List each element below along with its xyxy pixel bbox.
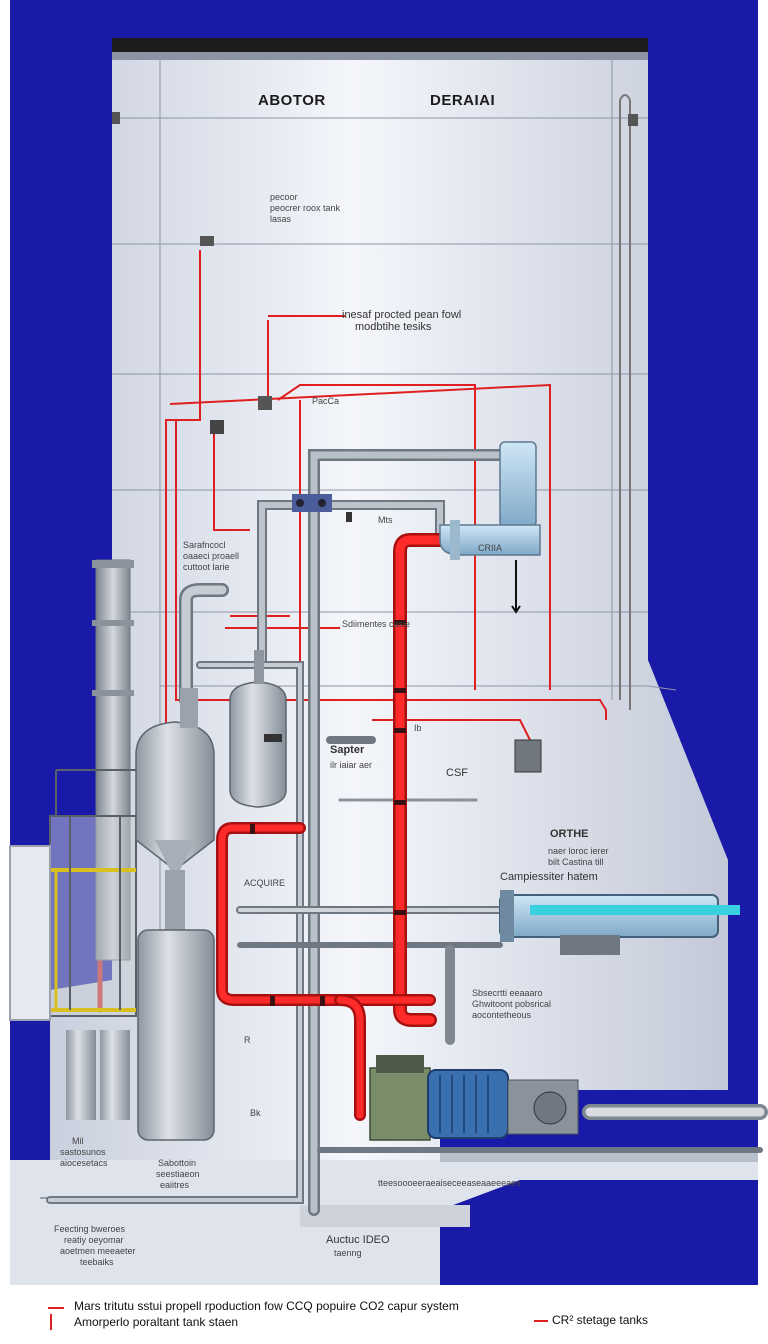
sapter-sub-label: ilr iaiar aer bbox=[330, 760, 373, 770]
compressor-label: Campiessiter hatem bbox=[500, 871, 598, 883]
gray-pipe-network bbox=[46, 449, 768, 1216]
pump-motor-icon bbox=[369, 1055, 579, 1141]
feeding-label-3: aoetmen meeaeter bbox=[60, 1246, 136, 1256]
orthe-sub-1: naer loroc ierer bbox=[548, 846, 609, 856]
selector-label-1: Sabottoin bbox=[158, 1158, 197, 1168]
acquire-label: ACQUIRE bbox=[244, 878, 286, 888]
cria-label: CRIIA bbox=[478, 543, 503, 553]
process-label-1: inesaf procted pean fowl bbox=[342, 309, 462, 321]
left-note-3: aiocesetacs bbox=[60, 1158, 108, 1168]
upper-separator-unit bbox=[439, 441, 541, 614]
orthe-sub-2: bilt Castina till bbox=[548, 857, 604, 867]
tank-label-3: lasas bbox=[270, 214, 292, 224]
sdimentes-label: Sdiimentes casie bbox=[342, 619, 411, 629]
storage-desc-3: aocontetheous bbox=[472, 1010, 532, 1020]
legend-line-1: Mars tritutu sstui propell rpoduction fo… bbox=[74, 1299, 459, 1313]
mts-label: Mts bbox=[378, 515, 393, 525]
legend-marker-3 bbox=[534, 1320, 548, 1322]
pressure-vessel-icon bbox=[66, 688, 215, 1141]
legend-line-3: CR² stetage tanks bbox=[552, 1313, 649, 1327]
saraf-label-3: cuttoot larie bbox=[183, 562, 230, 572]
pacca-label: PacCa bbox=[312, 396, 340, 406]
feeding-label-2: reatiy oeyomar bbox=[64, 1235, 124, 1245]
sapter-label: Sapter bbox=[330, 744, 365, 756]
legend-marker-2 bbox=[50, 1314, 52, 1330]
compressor-icon bbox=[499, 890, 740, 955]
legend-marker-1 bbox=[48, 1307, 64, 1309]
tank-label-2: peocrer roox tank bbox=[270, 203, 341, 213]
pipe-flanges bbox=[250, 620, 406, 1006]
storage-desc-2: Ghwitoont pobsrical bbox=[472, 999, 552, 1009]
pump-label-1: Auctuc IDEO bbox=[326, 1234, 390, 1246]
saraf-label-1: Sarafncocl bbox=[183, 540, 226, 550]
header-right-title: DERAIAI bbox=[430, 92, 496, 109]
selector-label-3: eaiitres bbox=[160, 1180, 190, 1190]
pump-label-2: taenng bbox=[334, 1248, 362, 1258]
header-left-title: ABOTOR bbox=[258, 92, 326, 109]
left-note-1: Mil bbox=[72, 1136, 84, 1146]
csf-label: CSF bbox=[446, 767, 468, 779]
bottom-note: tteesoooeeraeaiseceeaseaaeeeaes bbox=[378, 1178, 521, 1188]
storage-tank-icon bbox=[229, 650, 542, 808]
bk-label: Bk bbox=[250, 1108, 261, 1118]
valve-icon bbox=[210, 396, 352, 522]
feeding-label-4: teebaiks bbox=[80, 1257, 114, 1267]
red-process-pipes bbox=[97, 533, 447, 1121]
feeding-label-1: Feecting bweroes bbox=[54, 1224, 126, 1234]
left-note-2: sastosunos bbox=[60, 1147, 106, 1157]
legend-line-2: Amorperlo poraltant tank staen bbox=[74, 1315, 239, 1329]
storage-desc-1: Sbsecrtti eeaaaro bbox=[472, 988, 543, 998]
selector-label-2: seestiaeon bbox=[156, 1169, 200, 1179]
access-platform bbox=[9, 769, 170, 1021]
r-label: R bbox=[244, 1035, 251, 1045]
orthe-label: ORTHE bbox=[550, 828, 589, 840]
tank-label-1: pecoor bbox=[270, 192, 298, 202]
saraf-label-2: oaaeci proaell bbox=[183, 551, 240, 561]
ib-label: Ib bbox=[414, 723, 422, 733]
process-label-2: modbtihe tesiks bbox=[355, 321, 432, 333]
